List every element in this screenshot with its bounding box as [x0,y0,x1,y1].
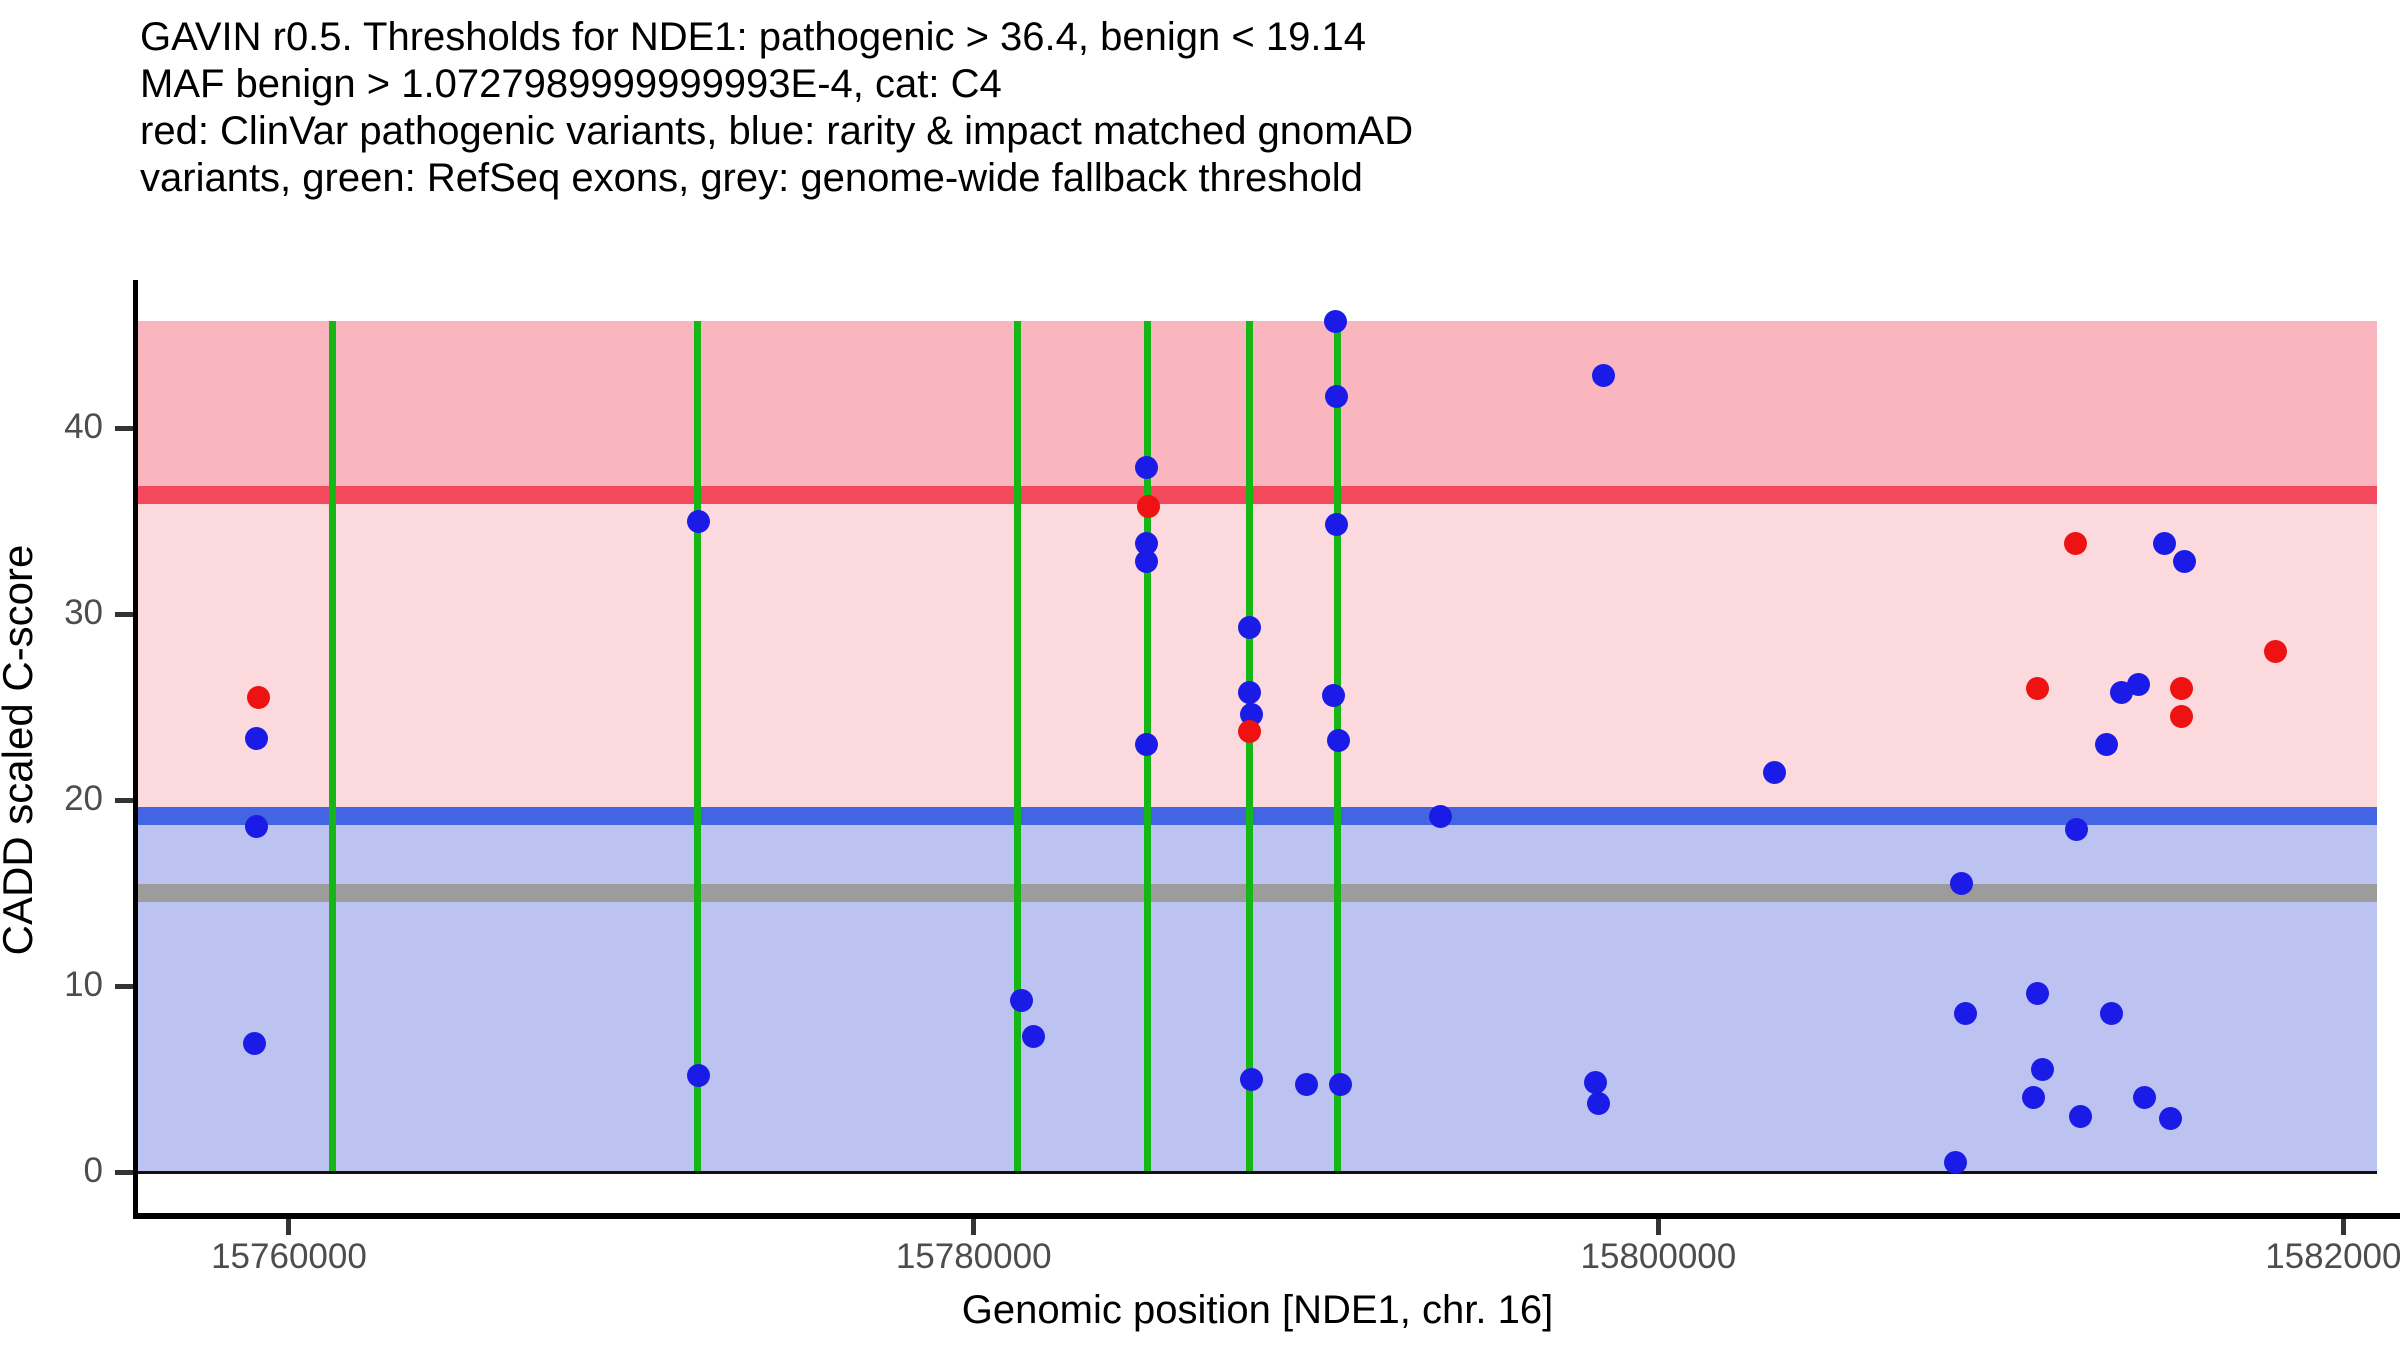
variant-point-red [1238,719,1262,743]
y-tick [115,1169,133,1175]
y-tick-label: 0 [83,1151,103,1190]
x-tick [1655,1219,1661,1235]
exon-line [328,321,336,1172]
variant-point-blue [1943,1151,1967,1175]
variant-point-blue [2152,531,2176,555]
threshold-line-fallback [138,884,2377,902]
x-axis-title: Genomic position [NDE1, chr. 16] [961,1288,1554,1332]
variant-point-blue [243,1032,267,1056]
exon-line [694,321,702,1172]
x-tick [286,1219,292,1235]
variant-point-red [2169,676,2193,700]
variant-point-blue [2025,981,2049,1005]
exon-line [1246,321,1254,1172]
x-axis-line [138,1213,2400,1219]
zero-baseline [138,1171,2377,1174]
variant-point-red [2025,676,2049,700]
y-tick [115,797,133,803]
y-axis-title: CADD scaled C-score [0,544,41,956]
variant-point-blue [2126,673,2150,697]
variant-point-blue [2132,1086,2156,1110]
variant-point-blue [1135,550,1159,574]
variant-point-red [2169,704,2193,728]
exon-line [1014,321,1022,1172]
variant-point-red [1136,494,1160,518]
variant-point-blue [244,814,268,838]
title-line-3: red: ClinVar pathogenic variants, blue: … [140,109,1414,153]
y-tick [115,983,133,989]
variant-point-blue [1327,728,1351,752]
x-tick-label: 15760000 [211,1237,367,1276]
region-benign [138,824,2377,1172]
variant-point-blue [686,1063,710,1087]
y-tick-label: 30 [64,593,103,632]
variant-point-blue [1238,615,1262,639]
y-tick [115,611,133,617]
variant-point-blue [1325,384,1349,408]
variant-point-blue [1592,364,1616,388]
variant-point-blue [686,509,710,533]
variant-point-red [2063,531,2087,555]
variant-point-red [2263,639,2287,663]
x-tick [2340,1219,2346,1235]
variant-point-blue [2021,1086,2045,1110]
variant-point-blue [2158,1106,2182,1130]
y-axis-line [133,280,138,1219]
variant-point-blue [1763,760,1787,784]
y-tick-label: 40 [64,407,103,446]
y-tick-label: 20 [64,779,103,818]
variant-point-blue [1322,684,1346,708]
variant-point-blue [1134,732,1158,756]
variant-point-blue [2064,818,2088,842]
variant-point-blue [1240,1067,1264,1091]
variant-point-blue [2099,1002,2123,1026]
variant-point-blue [1135,531,1159,555]
variant-point-blue [2030,1058,2054,1082]
x-tick-label: 15800000 [1580,1237,1737,1276]
threshold-line-pathogenic [138,485,2377,504]
title-line-1: GAVIN r0.5. Thresholds for NDE1: pathoge… [140,15,1366,59]
y-tick-label: 10 [64,965,103,1004]
variant-point-blue [1238,680,1262,704]
x-tick-label: 15780000 [895,1237,1052,1276]
variant-point-blue [1135,455,1159,479]
variant-point-blue [2094,732,2118,756]
title-line-2: MAF benign > 1.0727989999999993E-4, cat:… [140,62,1002,106]
variant-point-blue [1294,1073,1318,1097]
variant-point-blue [1429,805,1453,829]
variant-point-blue [2172,550,2196,574]
variant-point-blue [2068,1104,2092,1128]
y-tick [115,425,133,431]
x-tick [971,1219,977,1235]
variant-point-blue [1586,1091,1610,1115]
variant-point-blue [1949,872,1973,896]
variant-point-blue [1953,1002,1977,1026]
variant-point-blue [1325,513,1349,537]
variant-point-blue [1022,1024,1046,1048]
variant-point-blue [1328,1073,1352,1097]
chart-title: GAVIN r0.5. Thresholds for NDE1: pathoge… [140,14,1413,202]
variant-point-red [246,686,270,710]
title-line-4: variants, green: RefSeq exons, grey: gen… [140,156,1363,200]
x-tick-label: 15820000 [2265,1237,2400,1276]
variant-point-blue [244,727,268,751]
region-pathogenic [138,321,2377,486]
threshold-line-benign [138,806,2377,825]
variant-point-blue [1010,989,1034,1013]
variant-point-blue [1324,309,1348,333]
variant-point-blue [1583,1071,1607,1095]
